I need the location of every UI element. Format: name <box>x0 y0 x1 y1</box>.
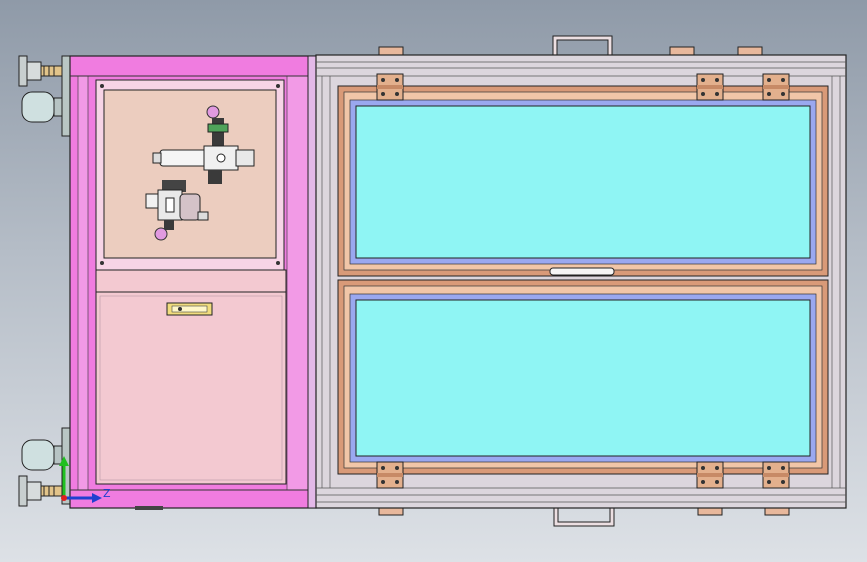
window-frame-upper[interactable] <box>337 85 829 277</box>
access-door[interactable] <box>95 291 287 485</box>
glass-pane-upper <box>355 105 811 259</box>
hinge-icon[interactable] <box>762 73 790 101</box>
glass-pane-lower <box>355 299 811 457</box>
screw-icon <box>276 84 280 88</box>
hinge-icon[interactable] <box>376 461 404 489</box>
base-foot <box>135 506 163 510</box>
bottom-lift-handle[interactable] <box>553 508 615 527</box>
axis-origin-icon <box>61 495 67 501</box>
recessed-handle[interactable] <box>166 302 213 316</box>
top-tabs <box>378 46 763 56</box>
window-frame-lower[interactable] <box>337 279 829 475</box>
axis-triad[interactable]: Z <box>59 456 111 503</box>
screw-icon <box>100 261 104 265</box>
leveling-foot-bottom[interactable] <box>18 475 64 507</box>
hinge-icon[interactable] <box>376 73 404 101</box>
screw-icon <box>276 261 280 265</box>
top-lift-handle[interactable] <box>552 35 613 55</box>
caster-wheel-top <box>21 91 65 123</box>
solenoid-valve-lower[interactable] <box>145 180 209 241</box>
hinge-icon[interactable] <box>696 461 724 489</box>
solenoid-valve-upper[interactable] <box>152 105 255 184</box>
divider-strip <box>95 269 287 293</box>
caster-wheel-bottom <box>21 439 65 471</box>
hinge-icon[interactable] <box>696 73 724 101</box>
valve-mount-plate[interactable] <box>95 79 285 271</box>
z-axis-label: Z <box>103 487 111 500</box>
hinge-icon[interactable] <box>762 461 790 489</box>
screw-icon <box>100 84 104 88</box>
leveling-foot-top[interactable] <box>18 55 64 87</box>
